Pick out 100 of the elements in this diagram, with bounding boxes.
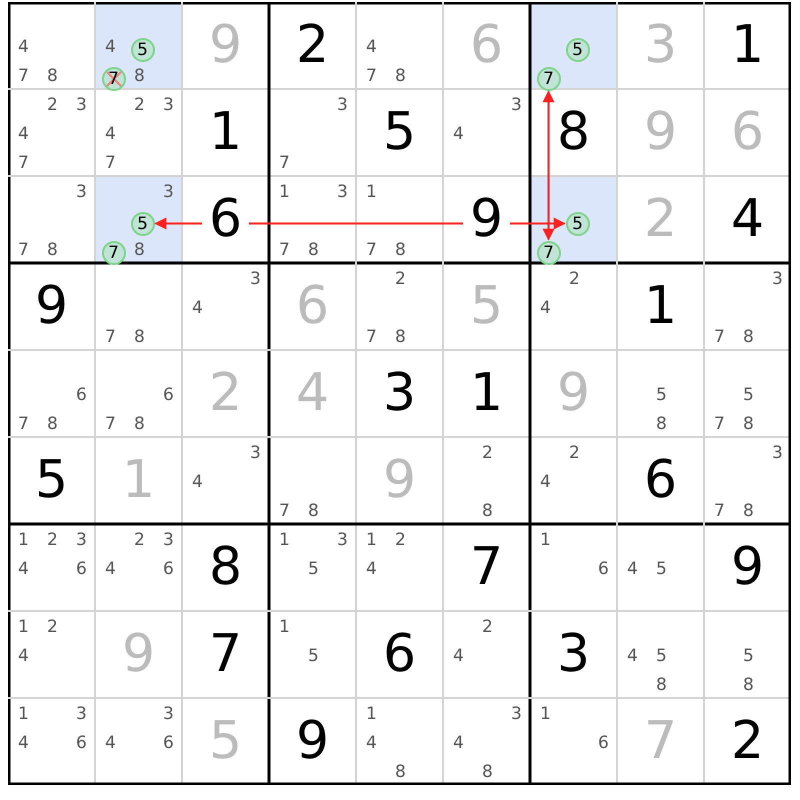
candidate-digit: 1	[366, 532, 377, 549]
candidate-digit: 2	[134, 97, 145, 114]
candidate-digit: 8	[134, 242, 145, 259]
candidate-digit: 3	[337, 532, 348, 549]
candidate-digit: 3	[511, 97, 522, 114]
candidate-digit: 3	[76, 184, 87, 201]
candidate-digit: 2	[134, 532, 145, 549]
candidate-digit: 2	[569, 271, 580, 288]
candidate-digit: 1	[279, 532, 290, 549]
candidate-digit: 3	[163, 184, 174, 201]
candidate-digit: 3	[337, 184, 348, 201]
candidate-digit: 8	[395, 329, 406, 346]
candidate-digit: 2	[47, 619, 58, 636]
candidate-digit: 6	[598, 561, 609, 578]
candidate-digit: 4	[453, 648, 464, 665]
candidate-digit: 4	[540, 300, 551, 317]
candidate-digit: 7	[105, 329, 116, 346]
candidate-digit: 4	[18, 561, 29, 578]
candidate-digit: 3	[76, 706, 87, 723]
candidate-digit: 2	[395, 271, 406, 288]
candidate-digit: 1	[279, 184, 290, 201]
candidate-digit: 7	[279, 503, 290, 520]
candidate-digit: 4	[366, 561, 377, 578]
candidate-digit: 5	[308, 648, 319, 665]
candidate-digit: 3	[250, 445, 261, 462]
candidate-digit: 2	[47, 532, 58, 549]
candidate-digit: 6	[598, 735, 609, 752]
candidate-digit: 7	[105, 155, 116, 172]
candidate-digit: 3	[163, 706, 174, 723]
candidate-digit: 8	[743, 329, 754, 346]
candidate-digit: 7	[366, 242, 377, 259]
candidate-digit: 8	[134, 329, 145, 346]
candidate-digit: 7	[18, 242, 29, 259]
candidate-digit: 7	[279, 155, 290, 172]
candidate-digit: 6	[76, 561, 87, 578]
candidate-digit: 5	[656, 561, 667, 578]
candidate-digit: 4	[18, 39, 29, 56]
candidate-digit: 1	[366, 184, 377, 201]
candidate-digit: 4	[105, 39, 116, 56]
arrow	[542, 90, 554, 241]
candidate-digit: 8	[656, 677, 667, 694]
candidate-digit: 2	[395, 532, 406, 549]
candidate-digit: 8	[656, 416, 667, 433]
candidate-digit: 8	[395, 764, 406, 781]
candidate-digit: 3	[76, 97, 87, 114]
candidate-digit: 4	[18, 735, 29, 752]
candidate-digit: 1	[279, 619, 290, 636]
candidate-digit: 8	[395, 242, 406, 259]
candidate-digit: 5	[656, 387, 667, 404]
candidate-digit: 8	[47, 68, 58, 85]
candidate-digit: 1	[18, 706, 29, 723]
candidate-digit: 4	[453, 735, 464, 752]
candidate-digit: 8	[308, 242, 319, 259]
candidate-digit: 1	[366, 706, 377, 723]
candidate-digit: 4	[18, 126, 29, 143]
candidate-digit: 2	[482, 619, 493, 636]
candidate-digit: 5	[743, 387, 754, 404]
candidate-digit: 3	[250, 271, 261, 288]
candidate-digit: 4	[105, 561, 116, 578]
candidate-digit: 2	[47, 97, 58, 114]
candidate-digit: 4	[366, 39, 377, 56]
candidate-digit: 6	[163, 735, 174, 752]
candidate-digit: 8	[134, 416, 145, 433]
candidate-digit: 7	[18, 416, 29, 433]
candidate-digit: 7	[18, 155, 29, 172]
candidate-digit: 4	[627, 561, 638, 578]
candidate-digit: 2	[569, 445, 580, 462]
candidate-digit: 7	[105, 416, 116, 433]
candidate-digit: 7	[18, 68, 29, 85]
candidate-digit: 1	[18, 532, 29, 549]
candidate-digit: 3	[772, 445, 783, 462]
candidate-digit: 4	[366, 735, 377, 752]
candidate-digit: 7	[714, 416, 725, 433]
candidate-digit: 6	[163, 561, 174, 578]
candidate-digit: 6	[76, 387, 87, 404]
candidate-digit: 7	[366, 329, 377, 346]
candidate-digit: 7	[714, 329, 725, 346]
candidate-digit: 3	[163, 532, 174, 549]
candidate-digit: 5	[656, 648, 667, 665]
candidate-digit: 1	[18, 619, 29, 636]
candidate-digit: 4	[453, 126, 464, 143]
candidate-digit: 8	[482, 503, 493, 520]
candidate-digit: 8	[743, 416, 754, 433]
candidate-digit: 4	[540, 474, 551, 491]
candidate-digit: 6	[76, 735, 87, 752]
candidate-digit: 3	[76, 532, 87, 549]
candidate-digit: 4	[192, 474, 203, 491]
candidate-digit: 5	[308, 561, 319, 578]
candidate-digit: 8	[47, 416, 58, 433]
candidate-digit: 3	[163, 97, 174, 114]
candidate-digit: 3	[772, 271, 783, 288]
candidate-digit: 2	[482, 445, 493, 462]
candidate-digit: 1	[540, 532, 551, 549]
candidate-digit: 6	[163, 387, 174, 404]
candidate-digit: 4	[192, 300, 203, 317]
candidate-digit: 8	[134, 68, 145, 85]
candidate-digit: 7	[279, 242, 290, 259]
candidate-digit: 8	[308, 503, 319, 520]
candidate-digit: 5	[743, 648, 754, 665]
candidate-digit: 8	[47, 242, 58, 259]
